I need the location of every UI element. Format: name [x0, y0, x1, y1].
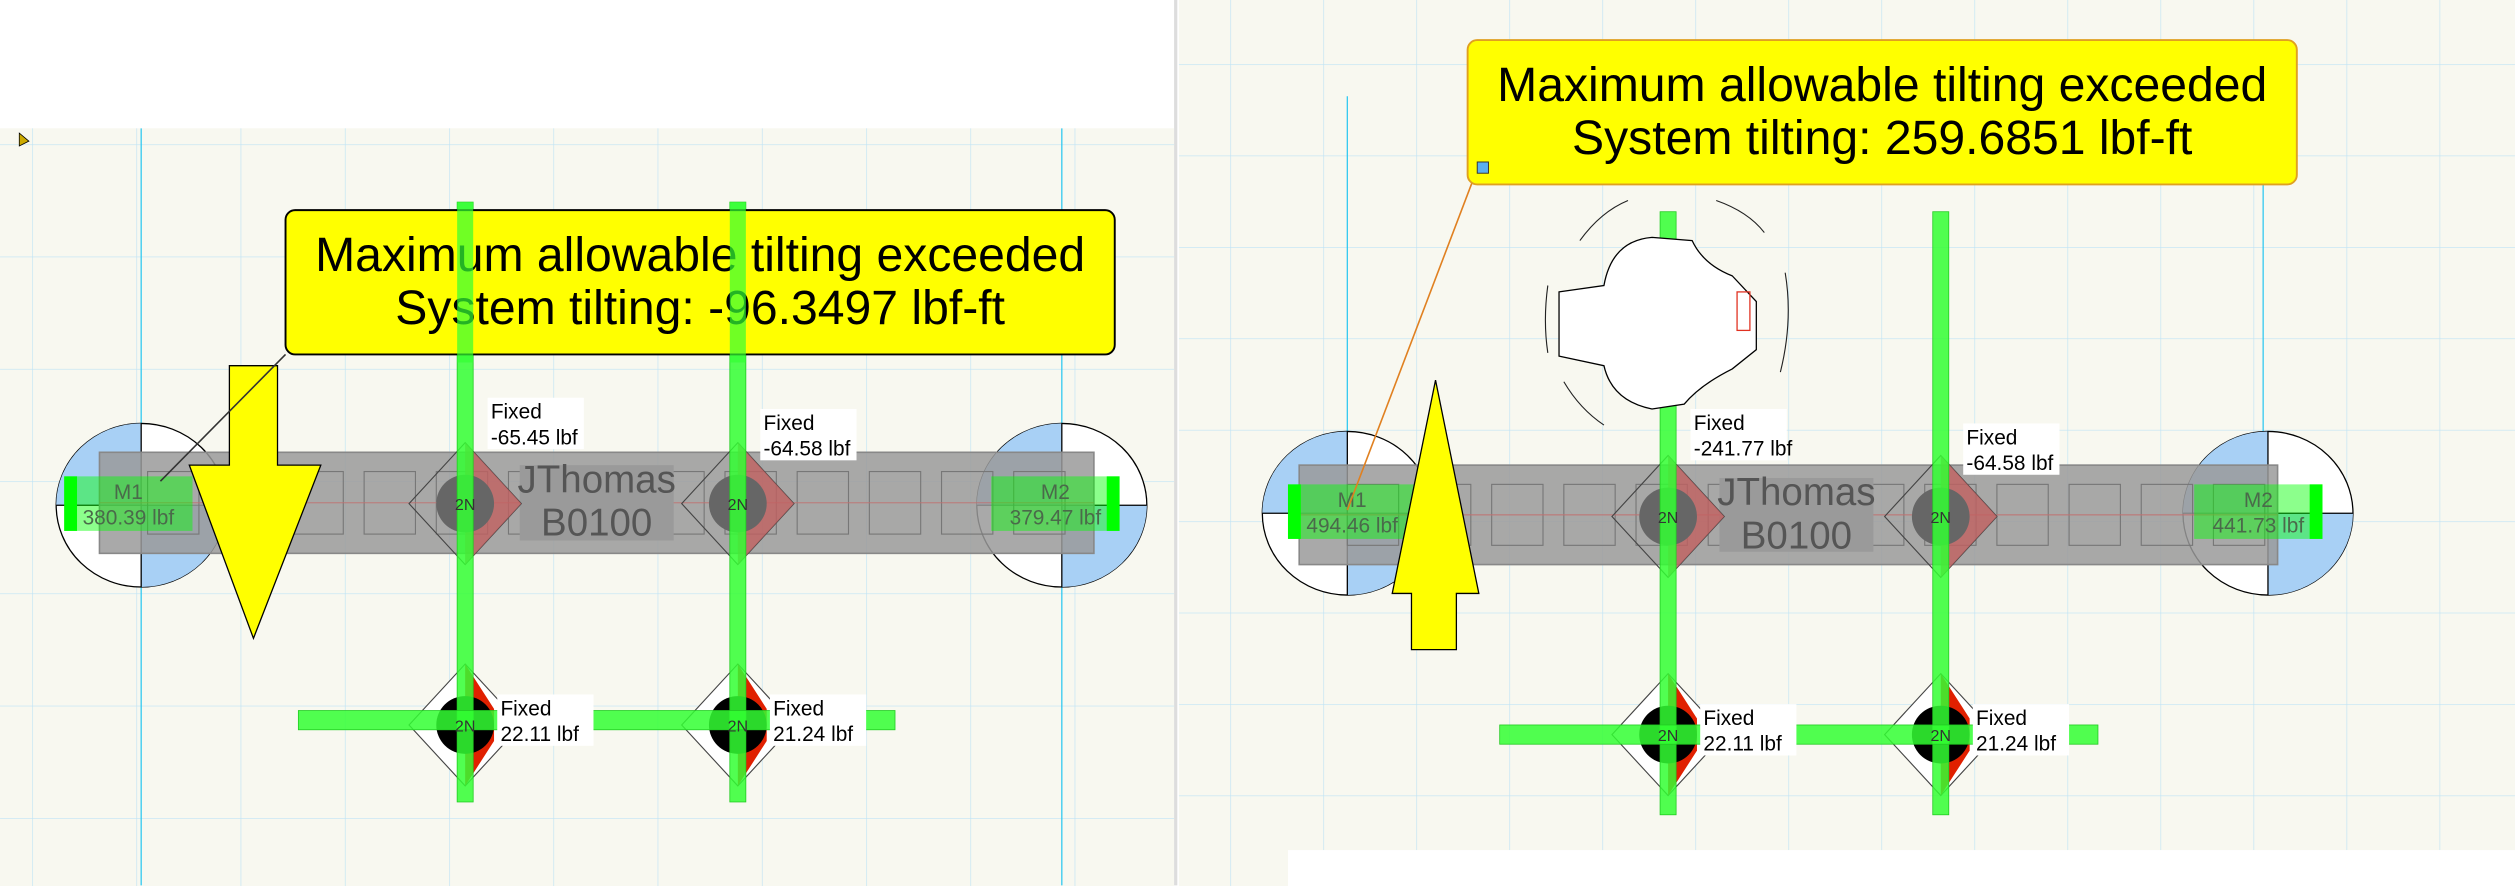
support-name: M2: [2244, 489, 2273, 512]
fixed-load: -64.58 lbf: [763, 438, 850, 461]
support-label-bg: [1287, 484, 1417, 539]
fixed-load: -241.77 lbf: [1694, 438, 1793, 461]
vertical-rail-overlay: [729, 202, 746, 363]
callout-leader: [1346, 172, 1477, 511]
support-load: 441.73 lbf: [2213, 514, 2305, 537]
fixed-state: Fixed: [1976, 707, 2027, 730]
fixture-knob-label: 2N: [1658, 509, 1678, 527]
fixture-knob-label: 2N: [1658, 727, 1678, 745]
fixed-state: Fixed: [491, 401, 542, 424]
support-load: 379.47 lbf: [1010, 506, 1102, 529]
horizontal-rail[interactable]: [1499, 724, 2099, 745]
fixture-knob-label: 2N: [1931, 509, 1951, 527]
fixed-state: Fixed: [763, 412, 814, 435]
callout-anchor-handle[interactable]: [1476, 161, 1489, 174]
support-handle[interactable]: [1287, 484, 1301, 539]
callout-line2: System tilting: -96.3497 lbf-ft: [395, 281, 1005, 335]
fixed-label-bg: [1690, 408, 1787, 461]
support-quadrant: [2267, 513, 2353, 596]
beam-label-line2: B0100: [541, 502, 652, 545]
obstruction-shape: [1558, 236, 1757, 410]
beam-label-line1: JThomas: [518, 458, 676, 501]
fixed-state: Fixed: [1694, 412, 1745, 435]
vertical-rail-overlay: [457, 202, 474, 363]
tilt-warning-callout[interactable]: Maximum allowable tilting exceededSystem…: [284, 209, 1116, 356]
fixed-label-bg: [1700, 704, 1797, 756]
fixed-load: -64.58 lbf: [1966, 452, 2053, 475]
horizontal-rail[interactable]: [297, 710, 896, 731]
cursor-icon: [18, 132, 30, 147]
arrow-down-icon: [188, 365, 322, 641]
support-name: M1: [1338, 489, 1367, 512]
fixed-state: Fixed: [500, 697, 551, 720]
callout-leader: [159, 353, 287, 482]
beam-label-bg: [519, 465, 674, 541]
support-load: 380.39 lbf: [83, 506, 175, 529]
support-handle[interactable]: [1106, 476, 1120, 531]
fixed-label-bg: [1963, 423, 2060, 475]
support-label-bg: [2194, 484, 2323, 539]
callout-box: [1466, 39, 2298, 186]
obstruction-outline: [1544, 199, 1789, 426]
fixed-load: 21.24 lbf: [773, 723, 853, 746]
fixture-knob-label: 2N: [728, 717, 748, 735]
support-name: M1: [114, 481, 143, 504]
fixture-knob-label: 2N: [455, 496, 475, 514]
support-handle[interactable]: [64, 476, 78, 531]
fixed-label-bg: [1972, 704, 2070, 756]
swing-arcs: [1544, 199, 1789, 426]
support-label-bg: [991, 476, 1120, 531]
beam-label-line1: JThomas: [1717, 471, 1875, 514]
tilt-warning-callout[interactable]: Maximum allowable tilting exceededSystem…: [1466, 39, 2298, 186]
fixed-load: 22.11 lbf: [500, 723, 579, 746]
callout-box: [284, 209, 1116, 356]
callout-line2: System tilting: 259.6851 lbf-ft: [1572, 111, 2193, 165]
fixed-load: 22.11 lbf: [1703, 733, 1782, 756]
support-handle[interactable]: [2309, 484, 2323, 539]
fixed-state: Fixed: [1966, 426, 2017, 449]
fixed-load: 21.24 lbf: [1976, 733, 2056, 756]
fixed-label-bg: [760, 408, 857, 461]
fixture-knob-label: 2N: [728, 496, 748, 514]
fixed-label-bg: [497, 694, 594, 746]
arrow-up-icon: [1391, 379, 1480, 651]
fixed-label-bg: [769, 694, 867, 746]
fixed-label-bg: [487, 397, 584, 450]
fixed-load: -65.45 lbf: [491, 426, 578, 449]
callout-line1: Maximum allowable tilting exceeded: [315, 228, 1085, 282]
callout-line1: Maximum allowable tilting exceeded: [1497, 58, 2267, 112]
beam-label-line2: B0100: [1741, 515, 1852, 558]
fixture-knob-label: 2N: [455, 717, 475, 735]
support-load: 494.46 lbf: [1306, 514, 1398, 537]
fixture-knob-label: 2N: [1931, 727, 1951, 745]
fixed-state: Fixed: [773, 697, 824, 720]
support-name: M2: [1041, 481, 1070, 504]
beam-label-bg: [1719, 477, 1874, 552]
obstruction-marker: [1736, 291, 1751, 332]
fixed-state: Fixed: [1703, 707, 1754, 730]
vertical-rail[interactable]: [1932, 211, 1950, 816]
support-label-bg: [64, 476, 193, 531]
